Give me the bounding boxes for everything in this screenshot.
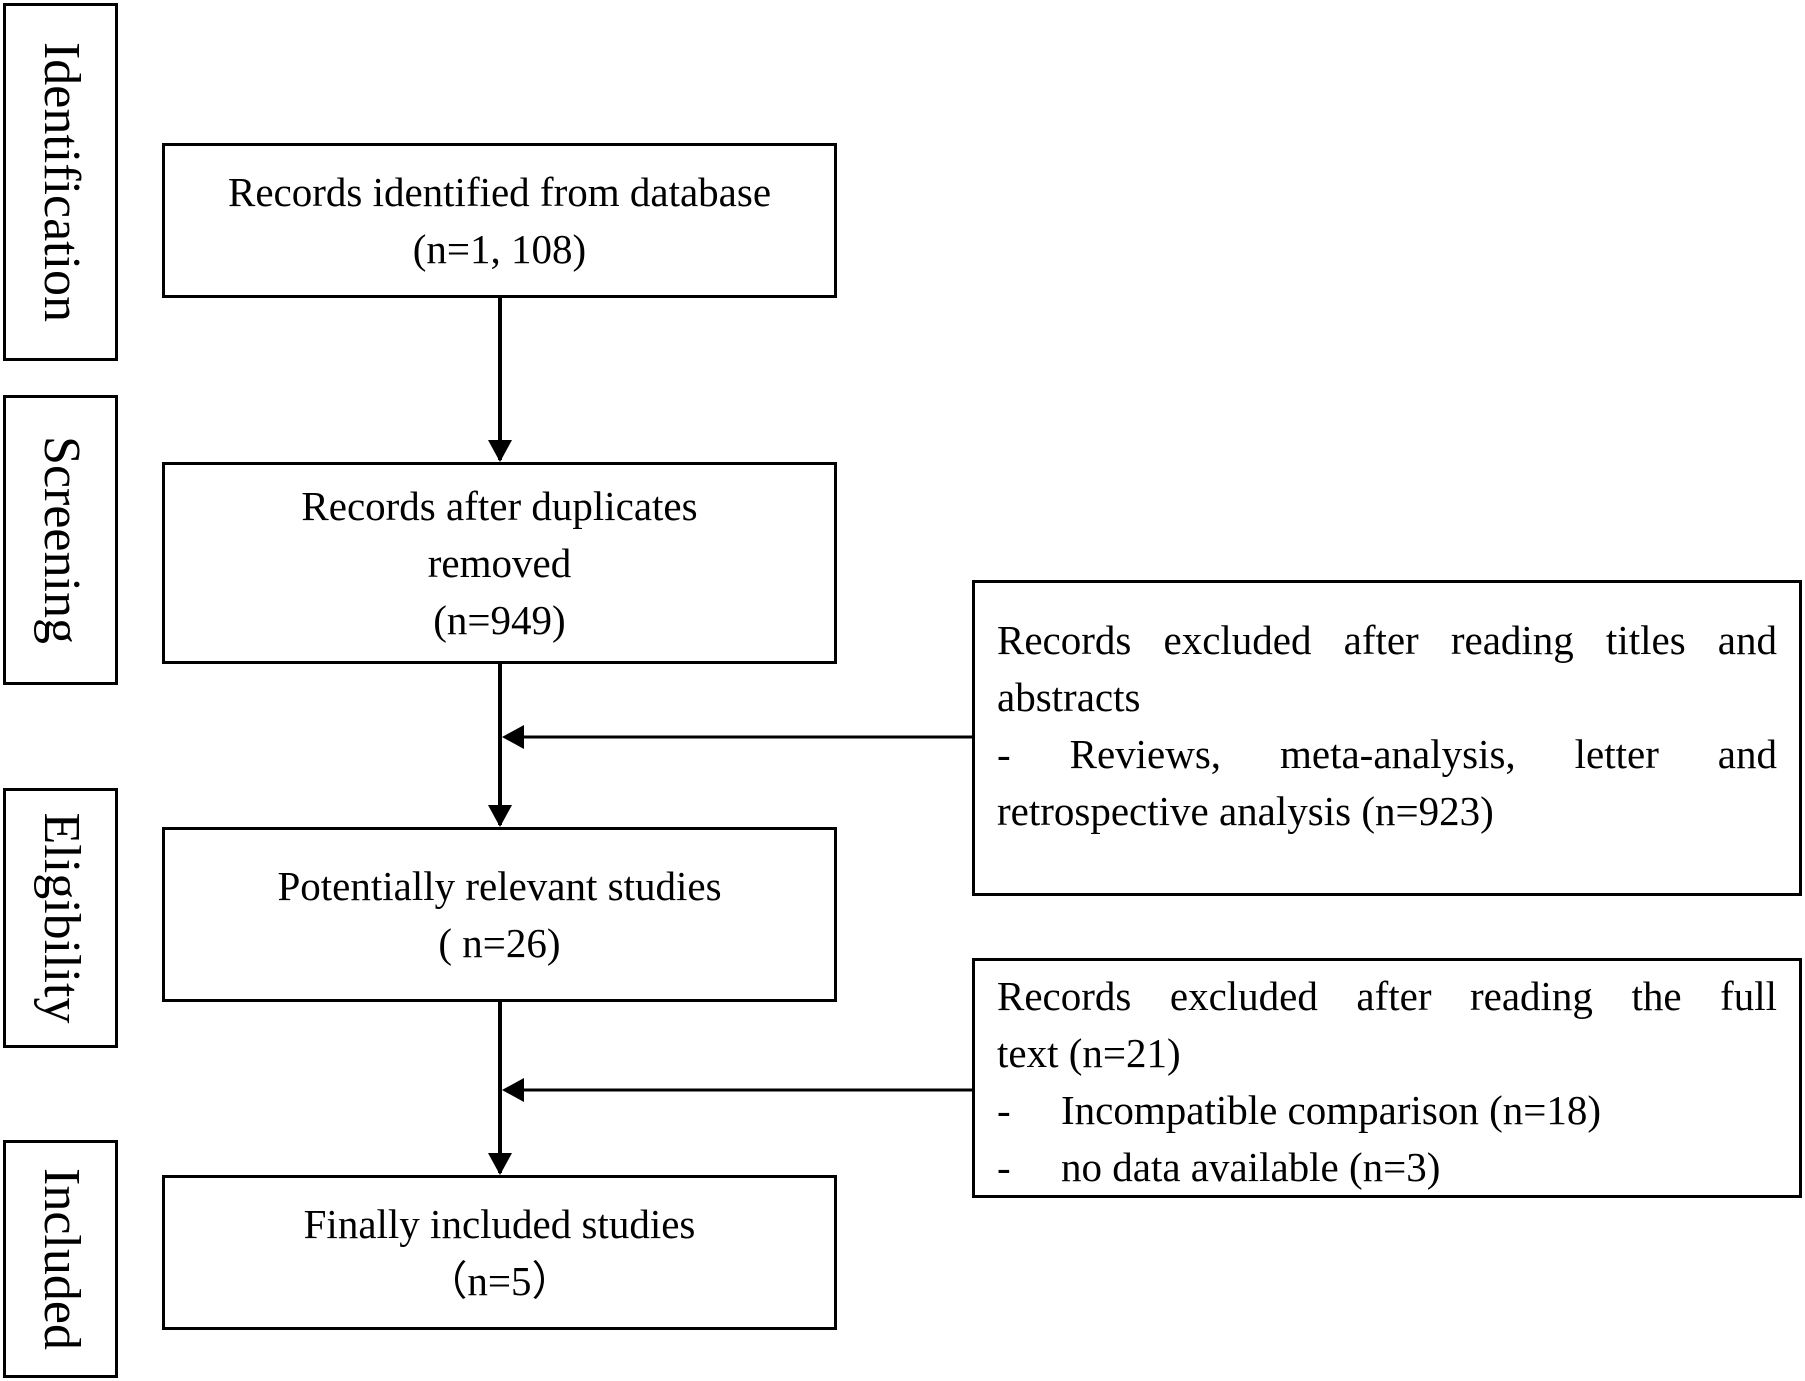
arrowhead-down-3 [488,1153,512,1175]
records-after-duplicates-box: Records after duplicates removed (n=949) [162,462,837,664]
stage-eligibility-label: Eligibility [32,812,90,1024]
stage-eligibility: Eligibility [3,788,118,1048]
potentially-relevant-count: ( n=26) [438,919,561,966]
excluded-full-text-line-1: Records excluded after reading the full [997,973,1777,1019]
records-identified-text: Records identified from database [227,168,772,215]
excluded-full-text-line-2: text (n=21) [997,1030,1181,1076]
arrowhead-down-1 [488,440,512,462]
excluded-titles-line-3: - Reviews, meta-analysis, letter and [997,731,1777,777]
potentially-relevant-text: Potentially relevant studies [277,862,722,909]
excluded-titles-abstracts-box: Records excluded after reading titles an… [972,580,1802,896]
arrowhead-left-1 [502,725,524,749]
excluded-full-text-item-2-text: no data available (n=3) [1061,1144,1441,1190]
finally-included-text: Finally included studies [303,1200,696,1247]
finally-included-count: （n=5） [426,1257,573,1304]
records-after-duplicates-text: Records after duplicates [301,482,698,529]
records-after-duplicates-count: (n=949) [433,596,566,643]
stage-included: Included [3,1140,118,1378]
stage-identification-label: Identification [32,41,90,323]
stage-screening-label: Screening [32,436,90,644]
excluded-titles-line-1: Records excluded after reading titles an… [997,617,1777,663]
records-identified-box: Records identified from database (n=1, 1… [162,143,837,298]
arrowhead-down-2 [488,805,512,827]
excluded-full-text-box: Records excluded after reading the full … [972,958,1802,1198]
finally-included-box: Finally included studies （n=5） [162,1175,837,1330]
excluded-full-text-item-1: - Incompatible comparison (n=18) [997,1082,1777,1139]
potentially-relevant-box: Potentially relevant studies ( n=26) [162,827,837,1002]
stage-identification: Identification [3,3,118,361]
excluded-full-text-item-2: - no data available (n=3) [997,1139,1777,1196]
records-after-duplicates-text-2: removed [427,539,572,586]
arrowhead-left-2 [502,1078,524,1102]
stage-screening: Screening [3,395,118,685]
bullet-dash: - [997,1087,1011,1133]
excluded-full-text-item-1-text: Incompatible comparison (n=18) [1061,1087,1602,1133]
stage-included-label: Included [32,1168,90,1350]
excluded-titles-line-2: abstracts [997,674,1141,720]
excluded-titles-line-4: retrospective analysis (n=923) [997,788,1494,834]
bullet-dash: - [997,1144,1011,1190]
records-identified-count: (n=1, 108) [412,225,587,272]
